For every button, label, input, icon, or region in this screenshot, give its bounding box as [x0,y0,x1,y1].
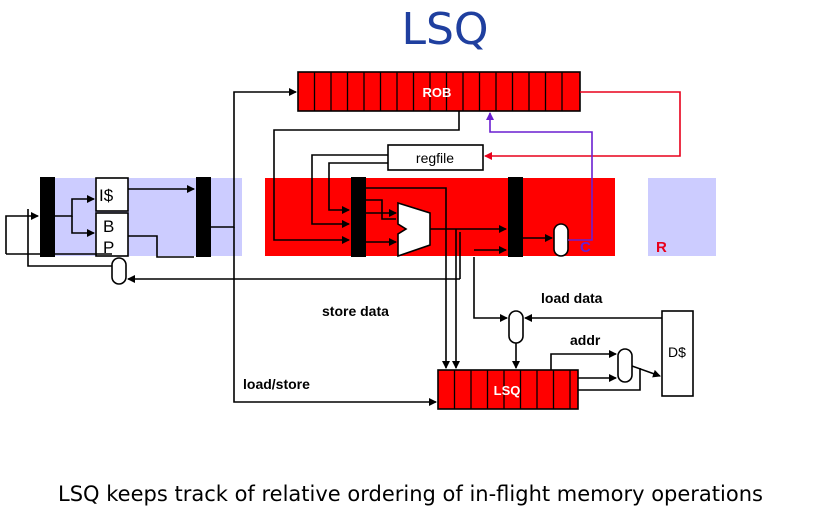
icache-label: I$ [99,186,114,205]
pipeline-latch-2 [196,177,211,257]
pipeline-latch-1 [40,177,55,257]
rob-queue: ROB [297,71,581,112]
pipeline-latch-3 [351,177,366,257]
commit-stage-label: C [580,239,591,256]
retire-stage-label: R [656,239,667,256]
dispatch-wires [211,88,553,406]
bp-label-b: B [103,217,114,236]
retire-stage-band [648,178,716,256]
rob-label: ROB [423,85,452,100]
slide-caption: LSQ keeps track of relative ordering of … [58,482,763,506]
fetch-wires [5,185,460,283]
commit-mux [553,223,569,257]
dcache-box [661,310,694,397]
alu [397,201,431,258]
load-store-label: load/store [243,376,310,392]
lsq-label: LSQ [494,383,521,398]
bp-label-p: P [103,238,114,257]
branch-predictor-box [95,212,129,257]
load-data-label: load data [541,290,603,306]
load-data-mux [508,310,524,344]
slide-title: LSQ [401,4,489,55]
store-data-label: store data [322,303,389,319]
retire-wire-red [484,91,681,160]
pipeline-latch-4 [508,177,523,257]
commit-wire-purple [486,112,593,241]
regfile-label: regfile [416,150,454,166]
regfile-box [387,144,484,171]
addr-label: addr [570,332,601,348]
memory-wires [512,314,662,391]
lsq-queue: LSQ [437,369,579,410]
dcache-label: D$ [668,344,686,360]
fetch-mux [111,257,127,285]
addr-mux [617,348,633,383]
icache-box [95,177,129,212]
